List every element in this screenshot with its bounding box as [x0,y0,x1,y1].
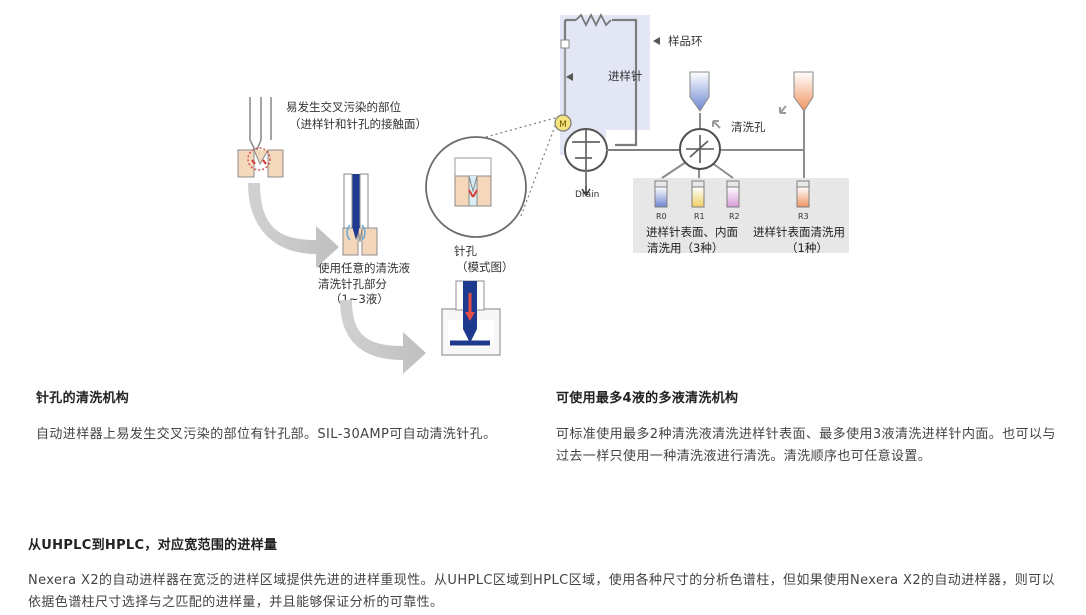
resistor-line [575,12,612,28]
funnel-orange-icon [793,71,814,112]
bottle-label-r2: R2 [729,212,740,221]
group2-label-2: （1种） [786,241,828,255]
sample-needle-label: 进样针 [608,69,643,83]
wash-label-1: 使用任意的清洗液 [318,261,410,275]
rinse-valve-arms [686,135,714,163]
r3-arrow [779,105,787,114]
rinse-port-arrow [712,120,721,129]
contamination-label-1: 易发生交叉污染的部位 [286,100,401,114]
bottle-tray [633,178,849,253]
group1-label-1: 进样针表面、内面 [646,225,738,239]
drain-arrow-icon [581,186,591,197]
contamination-label-2: （进样针和针孔的接触面） [289,117,427,131]
left-section-title: 针孔的清洗机构 [36,391,130,406]
cleaning-mechanism-diagram: M Drain [237,12,849,374]
needle-seat-label-2: （模式图） [456,260,514,274]
bottom-section-text: Nexera X2的自动进样器在宽泛的进样区域提供先进的进样重现性。从UHPLC… [28,573,1055,610]
diagram-svg: M Drain [237,12,849,374]
group2-label-1: 进样针表面清洗用 [753,225,845,239]
sample-loop-line [563,18,638,147]
funnel-blue-icon [689,71,710,112]
bottle-r2 [726,180,740,208]
bottle-r3 [796,180,810,208]
left-section-text: 自动进样器上易发生交叉污染的部位有针孔部。SIL-30AMP可自动清洗针孔。 [36,427,497,442]
valve-inner-lines [572,129,600,171]
sample-path-highlight [560,15,650,155]
zoomed-needle-seat [454,157,492,207]
wash-label-2: 清洗针孔部分 [318,277,387,291]
wash-needle-seat [342,173,378,256]
needle-pointer-arrow [566,73,573,81]
needle-seat-mini: M [554,114,572,132]
group1-label-2: 清洗用（3种） [647,241,723,255]
contamination-needle [237,97,284,178]
rinse-port-label: 清洗孔 [731,120,766,134]
sample-loop-pointer [653,37,660,45]
bottle-label-r3: R3 [798,212,809,221]
curved-arrow-icon-2 [340,300,426,374]
bottom-section-title: 从UHPLC到HPLC，对应宽范围的进样量 [28,538,278,553]
bottle-r0 [654,180,668,208]
bottle-r1 [691,180,705,208]
wash-label-3: （1~3液） [330,292,389,306]
right-section-title: 可使用最多4液的多液清洗机构 [556,391,739,406]
bottle-label-r1: R1 [694,212,705,221]
main-pipe [585,149,680,186]
curved-arrow-icon-1 [248,183,339,268]
right-section-text: 可标准使用最多2种清洗液清洗进样针表面、最多使用3液清洗进样针内面。也可以与过去… [556,427,1056,464]
needle-seat-label-1: 针孔 [454,244,477,258]
bottle-label-r0: R0 [656,212,667,221]
needle-hub-icon [560,39,570,49]
lower-needle-seat [441,280,501,356]
valve-mark: M [559,120,567,130]
drain-label: Drain [575,190,599,200]
sample-loop-label: 样品环 [668,34,703,48]
